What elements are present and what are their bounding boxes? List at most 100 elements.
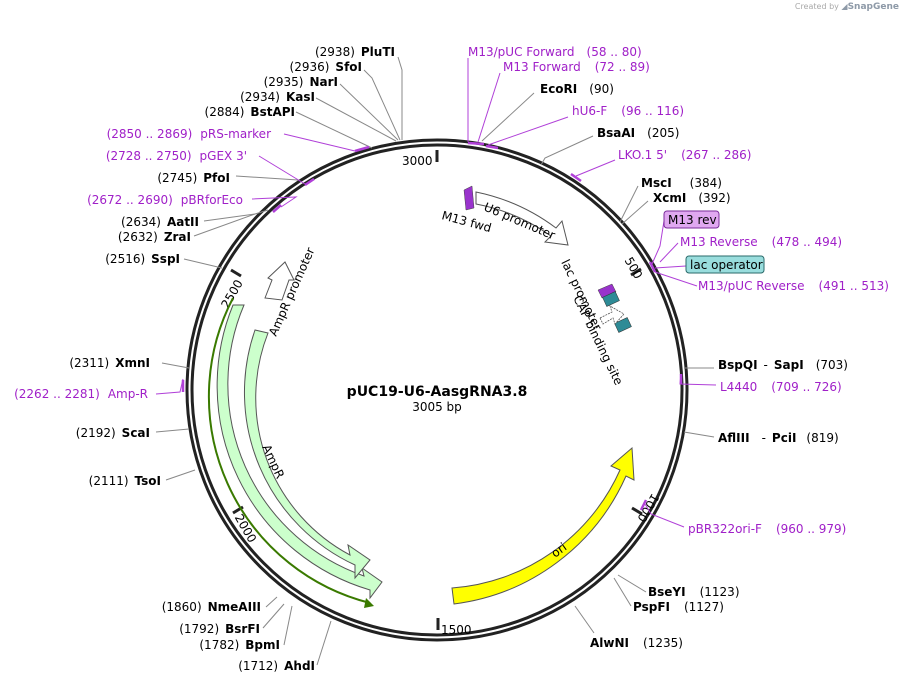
leader-scaI xyxy=(155,428,190,433)
leader-pfoI xyxy=(235,175,299,181)
lac-operator-label: lac operator xyxy=(690,258,763,272)
ampr-promoter-arrow xyxy=(264,261,295,301)
m13-rev-box xyxy=(663,210,720,229)
enzyme-label-xmnI: (2311)XmnI xyxy=(69,356,150,370)
leader-ecoRI xyxy=(481,92,535,142)
enzyme-label-aflIII: AflIII-PciI(819) xyxy=(718,431,839,445)
leader-zraI xyxy=(193,213,256,237)
ampr-feature-arrow xyxy=(216,304,383,600)
enzyme-label-alwNI: AlwNI(1235) xyxy=(590,636,683,650)
leader-nmeAIII xyxy=(265,596,278,608)
right-primer-leaders xyxy=(467,58,717,528)
ruler-label-500: 500 xyxy=(622,255,646,282)
enzyme-label-bsaAI: BsaAI(205) xyxy=(597,126,679,140)
left-primer-leaders xyxy=(155,133,356,395)
snapgene-credit: Created by ◢SnapGene xyxy=(795,2,899,12)
enzyme-label-aatII: (2634)AatII xyxy=(121,215,199,229)
leader-m13puc-reverse xyxy=(654,271,698,287)
ampr-cds-line xyxy=(207,297,371,604)
backbone-inner xyxy=(190,143,684,637)
enzyme-label-bspQI: BspQI-SapI(703) xyxy=(718,358,848,372)
enzyme-label-bpmI: (1782)BpmI xyxy=(199,638,280,652)
enzyme-label-kasI: (2934)KasI xyxy=(240,90,315,104)
right-leaders xyxy=(481,92,715,634)
leader-xcmI xyxy=(621,200,649,225)
lac-promoter-arrow xyxy=(599,305,625,325)
leader-xmnI xyxy=(161,362,190,369)
credit-prefix: Created by xyxy=(794,2,839,11)
m13-rev-label: M13 rev xyxy=(668,213,717,227)
primer-label-pgex3: (2728 .. 2750)pGEX 3' xyxy=(106,149,247,163)
primer-label-amp-r: (2262 .. 2281)Amp-R xyxy=(14,387,148,401)
leader-lko xyxy=(575,159,616,177)
primer-label-pbrforeco: (2672 .. 2690)pBRforEco xyxy=(87,193,243,207)
lac-operator-arrow xyxy=(597,283,617,299)
leader-tsoI xyxy=(165,469,196,481)
primer-label-hu6-f: hU6-F(96 .. 116) xyxy=(572,104,684,118)
lac-operator-box xyxy=(685,255,765,274)
leader-aflIII xyxy=(683,431,715,438)
primer-mark-pbr xyxy=(272,204,282,213)
enzyme-label-bseYI: BseYI(1123) xyxy=(648,585,740,599)
credit-brand: SnapGene xyxy=(847,2,899,12)
ampr-cds-arrowhead xyxy=(364,598,374,608)
leader-hu6-f xyxy=(487,116,569,146)
plasmid-name: pUC19-U6-AasgRNA3.8 xyxy=(347,384,528,400)
snapgene-logo-icon: ◢ xyxy=(841,2,848,11)
primer-label-pbr322ori-f: pBR322ori-F(960 .. 979) xyxy=(688,522,846,536)
leader-ahdI xyxy=(316,620,332,666)
leader-pgex3 xyxy=(258,155,306,185)
primer-label-l4440: L4440(709 .. 726) xyxy=(720,380,842,394)
leader-bsaAI xyxy=(540,135,594,166)
leader-m13rev-box xyxy=(651,220,665,265)
ruler-tick-500 xyxy=(630,267,642,277)
left-leaders xyxy=(155,56,403,666)
leader-bpmI xyxy=(283,605,293,646)
primer-label-prs-marker: (2850 .. 2869)pRS-marker xyxy=(107,127,271,141)
backbone-outer xyxy=(185,138,689,642)
enzyme-label-pluTI: (2938)PluTI xyxy=(315,45,395,59)
leader-bseYI xyxy=(617,574,647,593)
ruler-label-3000: 3000 xyxy=(402,154,433,168)
primer-label-m13puc-forward: M13/pUC Forward(58 .. 80) xyxy=(468,45,642,59)
primer-mark-m13puc xyxy=(467,141,485,146)
enzyme-label-bsrFI: (1792)BsrFI xyxy=(179,622,260,636)
primer-label-m13puc-reverse: M13/pUC Reverse(491 .. 513) xyxy=(698,279,889,293)
primer-label-lko: LKO.1 5'(267 .. 286) xyxy=(618,148,752,162)
leader-sfoI xyxy=(363,69,401,141)
enzyme-label-pfoI: (2745)PfoI xyxy=(157,171,230,185)
enzyme-label-pspFI: PspFI(1127) xyxy=(633,600,724,614)
leader-m13-reverse xyxy=(659,242,679,263)
plasmid-length: 3005 bp xyxy=(412,400,462,414)
primer-mark-pgex xyxy=(304,177,315,187)
primer-mark-lko xyxy=(570,172,582,183)
enzyme-label-bstAPI: (2884)BstAPI xyxy=(205,105,295,119)
leader-kasI xyxy=(315,97,397,142)
primer-mark-m13rev xyxy=(648,261,657,273)
leader-alwNI xyxy=(574,605,595,634)
leader-mscI xyxy=(619,185,639,223)
primer-mark-hu6 xyxy=(485,144,499,150)
enzyme-label-xcmI: XcmI(392) xyxy=(653,191,731,205)
enzyme-label-zraI: (2632)ZraI xyxy=(118,230,191,244)
leader-plutI xyxy=(397,56,403,140)
ruler-tick-1000 xyxy=(631,506,643,516)
leader-lac-operator xyxy=(654,265,687,269)
leader-bsrFI xyxy=(262,603,285,629)
leader-pspFI xyxy=(613,577,632,607)
enzyme-label-mscI: MscI(384) xyxy=(641,176,722,190)
primer-mark-prs xyxy=(354,145,370,153)
ampr-inner-arrow xyxy=(243,329,371,580)
leader-m13-fwd xyxy=(477,72,501,143)
enzyme-label-scaI: (2192)ScaI xyxy=(76,426,150,440)
cap-binding-box-2 xyxy=(614,317,632,333)
enzyme-label-tsoI: (2111)TsoI xyxy=(89,474,161,488)
enzyme-label-sspI: (2516)SspI xyxy=(105,252,180,266)
enzyme-label-ahdI: (1712)AhdI xyxy=(238,659,315,673)
ruler-tick-2500 xyxy=(230,268,242,278)
leader-sspI xyxy=(183,258,223,269)
leader-pbr322ori xyxy=(644,503,685,528)
enzyme-label-narI: (2935)NarI xyxy=(264,75,338,89)
primer-label-m13-forward: M13 Forward(72 .. 89) xyxy=(503,60,650,74)
leader-amp-r xyxy=(155,378,184,395)
